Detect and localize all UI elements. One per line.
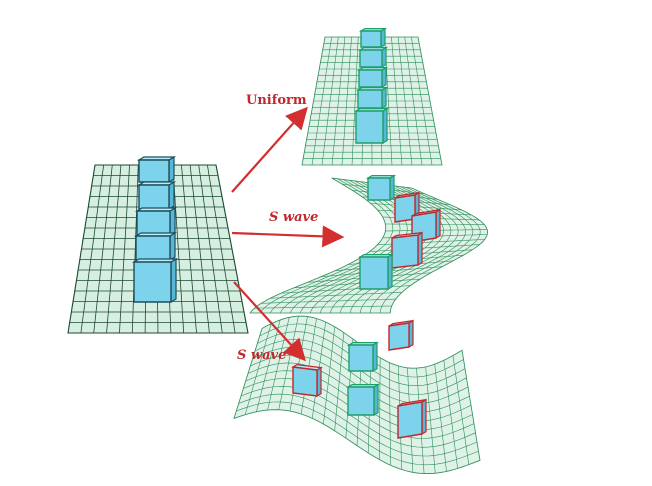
block-front bbox=[359, 49, 383, 68]
uniform-panel bbox=[301, 27, 443, 166]
block bbox=[391, 231, 423, 269]
grid-line bbox=[238, 393, 478, 457]
block bbox=[353, 107, 390, 145]
block-front bbox=[388, 322, 410, 351]
block-side bbox=[169, 231, 176, 262]
block bbox=[358, 27, 388, 49]
grid-line bbox=[261, 298, 396, 304]
block-front bbox=[292, 366, 318, 397]
grid-line bbox=[352, 190, 438, 200]
grid-line bbox=[240, 385, 476, 448]
block bbox=[345, 383, 381, 417]
source-panel bbox=[67, 155, 249, 334]
block-side bbox=[168, 155, 175, 184]
arrow-to-s-wave-bottom bbox=[233, 281, 306, 362]
block-side bbox=[169, 206, 176, 237]
label-uniform: Uniform bbox=[246, 93, 307, 108]
s-wave-panel-bottom bbox=[233, 315, 481, 475]
block bbox=[136, 155, 177, 184]
block bbox=[346, 341, 380, 373]
block bbox=[136, 180, 177, 211]
block-front bbox=[359, 256, 389, 290]
block-front bbox=[391, 234, 419, 269]
block bbox=[134, 206, 178, 237]
block bbox=[355, 86, 389, 110]
block-front bbox=[348, 344, 374, 372]
arrow-to-uniform bbox=[231, 106, 308, 193]
block bbox=[131, 257, 179, 304]
block bbox=[388, 319, 414, 351]
grid-line bbox=[236, 401, 479, 466]
block bbox=[397, 398, 427, 439]
block-front bbox=[347, 386, 375, 416]
block-front bbox=[138, 159, 170, 183]
grid-line bbox=[293, 278, 421, 289]
block-front bbox=[357, 89, 383, 109]
grid-line bbox=[254, 305, 392, 309]
block bbox=[356, 66, 389, 89]
block-front bbox=[138, 184, 170, 210]
block-front bbox=[136, 210, 171, 236]
s-wave-panel-middle bbox=[249, 174, 488, 314]
block-front bbox=[135, 235, 171, 261]
block bbox=[357, 253, 395, 291]
arrow-to-s-wave-middle bbox=[231, 225, 345, 248]
block-front bbox=[355, 110, 384, 144]
block bbox=[394, 191, 420, 223]
block bbox=[291, 363, 323, 398]
block-side bbox=[168, 180, 175, 211]
grid-line bbox=[369, 244, 480, 252]
block-front bbox=[358, 69, 383, 88]
block bbox=[365, 174, 397, 202]
block-side bbox=[170, 257, 177, 304]
label-s-wave-bottom: S wave bbox=[237, 348, 286, 363]
block-front bbox=[360, 30, 382, 48]
label-s-wave-middle: S wave bbox=[269, 210, 318, 225]
block-front bbox=[367, 177, 391, 201]
grid-line bbox=[270, 292, 403, 299]
block-front bbox=[133, 261, 172, 303]
block bbox=[133, 231, 178, 262]
block-front bbox=[397, 401, 423, 439]
block bbox=[357, 46, 389, 69]
